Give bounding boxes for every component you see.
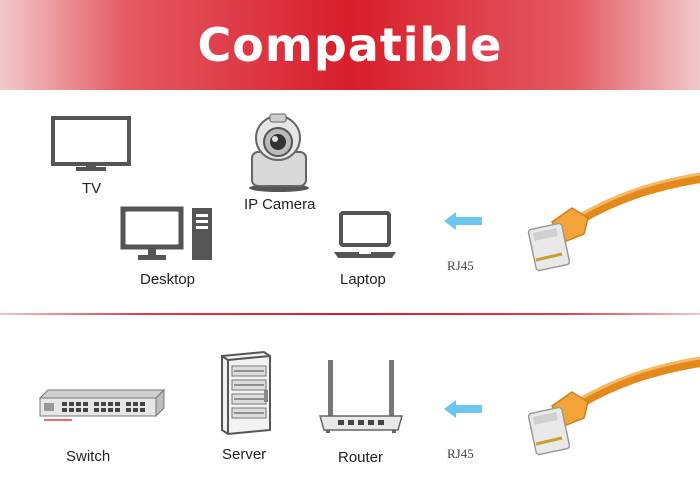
router-icon [319,360,403,433]
ip-camera-label: IP Camera [244,196,316,213]
rj45-label-bottom: RJ45 [447,446,474,461]
rj45-label-top: RJ45 [447,258,474,273]
laptop-label: Laptop [340,271,386,288]
arrow-left-icon [444,212,482,230]
desktop-computer-icon [120,206,212,260]
banner: Compatible [0,0,700,90]
ethernet-cable-icon [527,356,700,456]
switch-label: Switch [66,448,111,465]
laptop-icon [334,211,396,258]
desktop-label: Desktop [140,271,196,288]
ip-camera-icon [249,113,309,192]
tv-icon [51,116,131,171]
banner-title: Compatible [197,18,503,72]
tv-label: TV [82,180,102,197]
server-rack-icon [221,350,271,436]
ethernet-cable-icon [527,172,700,272]
arrow-left-icon [444,400,482,418]
network-switch-icon [38,388,166,421]
section-divider [0,313,700,315]
server-label: Server [222,446,267,463]
router-label: Router [338,449,384,466]
